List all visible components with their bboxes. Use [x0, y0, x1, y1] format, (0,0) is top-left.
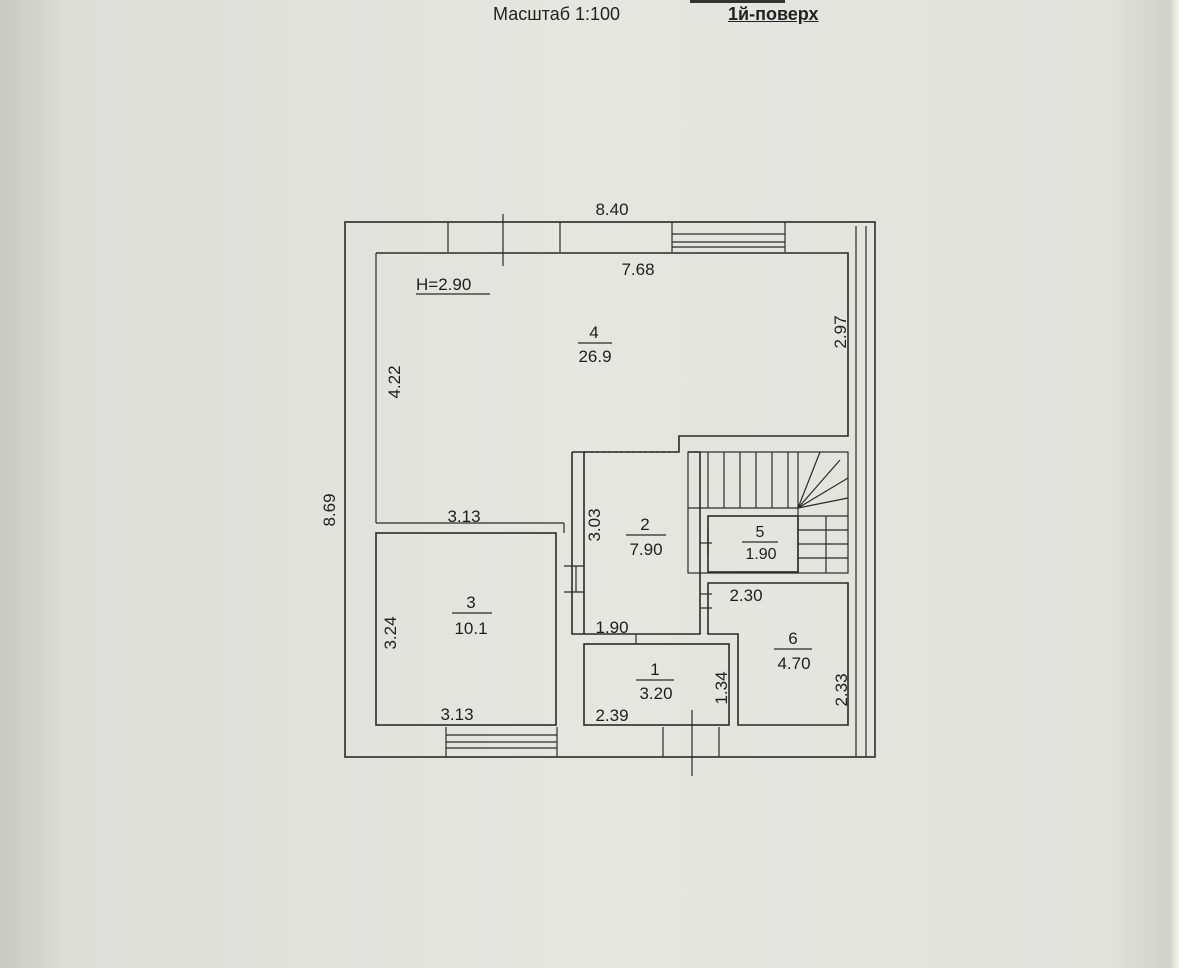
room-1-outline: [583, 643, 730, 726]
dim-2-39: 2.39: [595, 706, 628, 725]
dim-2-97: 2.97: [831, 315, 850, 348]
dim-2-33: 2.33: [832, 673, 851, 706]
room-5-number: 5: [756, 524, 765, 541]
dim-1-90: 1.90: [595, 618, 628, 637]
outer-wall: [344, 221, 876, 758]
room-4-number: 4: [589, 323, 598, 342]
dim-3-03: 3.03: [585, 508, 604, 541]
top-windows: [447, 214, 786, 266]
room-3-number: 3: [466, 593, 475, 612]
room-5-area: 1.90: [745, 546, 776, 563]
room-3-outline: [375, 532, 557, 726]
room-6-number: 6: [788, 629, 797, 648]
dim-2-30: 2.30: [729, 586, 762, 605]
room-5-outline: [707, 515, 799, 573]
paper-edge: [1171, 0, 1179, 968]
dim-3-13-top: 3.13: [447, 507, 480, 526]
room-6-area: 4.70: [777, 654, 810, 673]
bottom-windows: [445, 710, 720, 776]
dim-outer-height: 8.69: [320, 493, 339, 526]
header-underline-mark: [690, 0, 785, 3]
dim-4-22: 4.22: [385, 365, 404, 398]
floor-label: 1й-поверх: [728, 4, 819, 24]
room-1-number: 1: [650, 660, 659, 679]
room-6-outline: [707, 582, 849, 726]
room-2-area: 7.90: [629, 540, 662, 559]
staircase: [687, 451, 849, 574]
room-3-area: 10.1: [454, 619, 487, 638]
scale-label: Масштаб 1:100: [493, 4, 621, 24]
dim-1-34: 1.34: [712, 671, 731, 704]
dim-3-24: 3.24: [381, 616, 400, 649]
dim-7-68: 7.68: [621, 260, 654, 279]
room-2-number: 2: [640, 515, 649, 534]
room-4-area: 26.9: [578, 347, 611, 366]
dim-3-13-bottom: 3.13: [440, 705, 473, 724]
room-1-area: 3.20: [639, 684, 672, 703]
ceiling-height: H=2.90: [416, 275, 471, 294]
dim-outer-width: 8.40: [595, 200, 628, 219]
